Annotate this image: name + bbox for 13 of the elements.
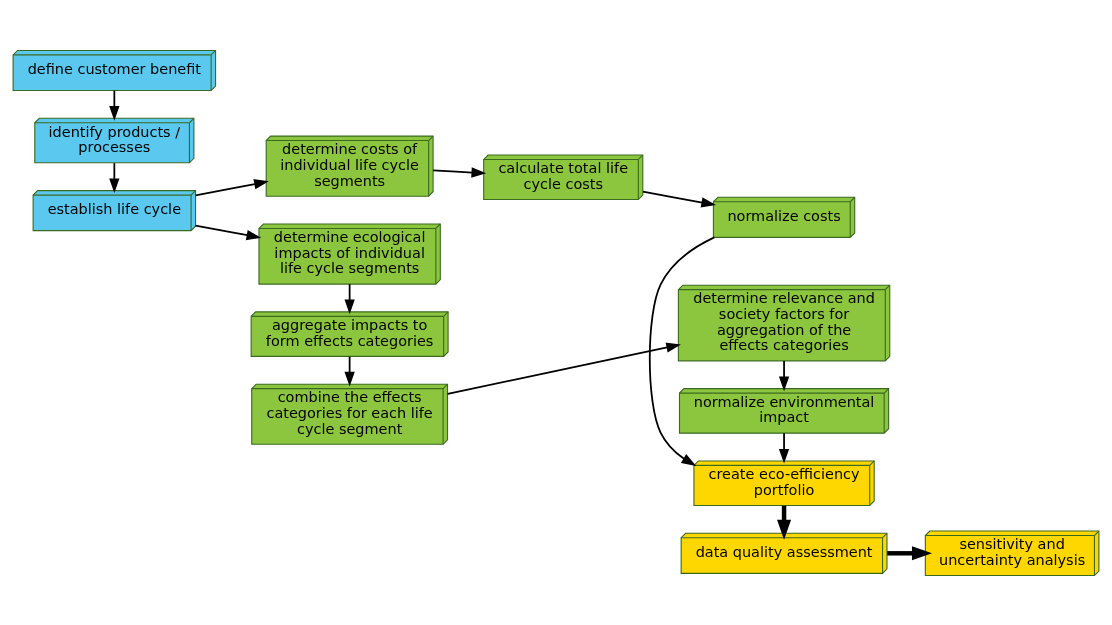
arrow bbox=[778, 431, 790, 464]
arrow bbox=[344, 355, 355, 387]
arrow bbox=[194, 224, 262, 240]
arrow bbox=[109, 161, 120, 193]
arrow bbox=[778, 359, 790, 391]
arrow bbox=[109, 89, 120, 121]
arrow bbox=[887, 545, 933, 560]
arrow bbox=[194, 178, 269, 196]
arrow bbox=[648, 236, 716, 466]
arrow bbox=[344, 282, 355, 314]
arrow bbox=[642, 190, 716, 207]
arrow bbox=[432, 166, 487, 178]
arrow bbox=[446, 342, 681, 395]
